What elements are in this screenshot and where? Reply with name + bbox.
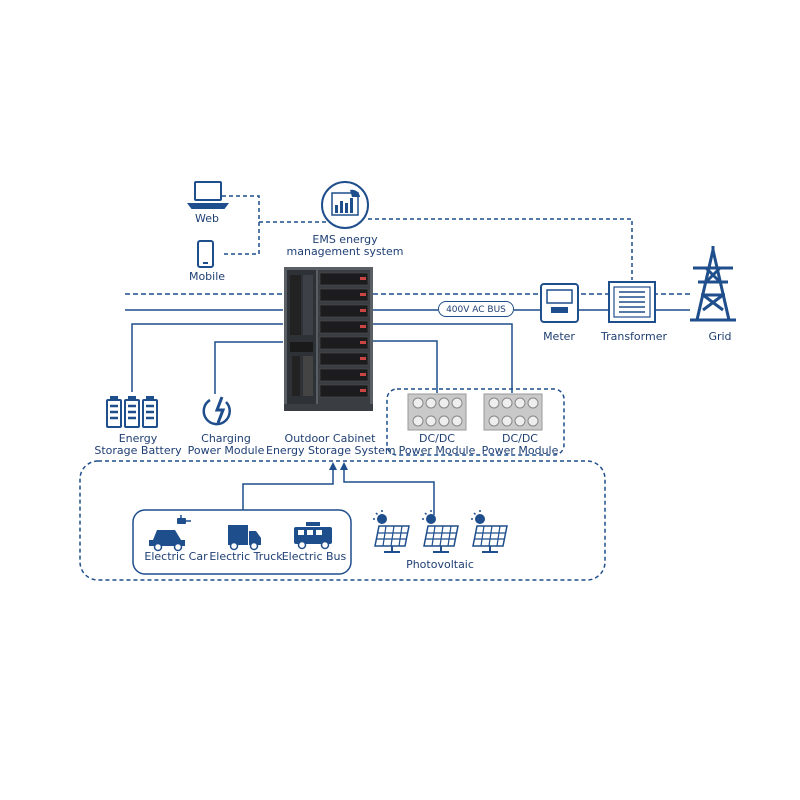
battery-icon bbox=[106, 396, 158, 428]
bus-icon bbox=[294, 522, 332, 550]
dashboard-chart-icon bbox=[321, 181, 369, 229]
mobile-label: Mobile bbox=[188, 270, 226, 283]
ev-group-box bbox=[132, 509, 352, 575]
web-label: Web bbox=[195, 212, 219, 225]
pv-arrow bbox=[340, 462, 435, 515]
laptop-icon bbox=[187, 181, 229, 209]
connection-lines bbox=[79, 195, 690, 581]
ems-transformer-link bbox=[368, 218, 633, 280]
solar-panel-icon bbox=[373, 510, 508, 553]
photovoltaic-label: Photovoltaic bbox=[406, 558, 474, 571]
dcdc-module-1 bbox=[407, 393, 467, 431]
smartphone-icon bbox=[197, 240, 214, 268]
dcdc1-bus-drop bbox=[373, 340, 438, 393]
solar-panel-2 bbox=[422, 510, 459, 553]
transformer-icon bbox=[608, 281, 656, 323]
electric-car-icon bbox=[149, 515, 191, 552]
ev-arrow bbox=[242, 462, 337, 510]
power-tower-icon bbox=[690, 246, 736, 322]
dcdc-group-box bbox=[386, 388, 565, 456]
outdoor-cabinet bbox=[284, 267, 373, 411]
battery-bus-drop bbox=[131, 323, 283, 392]
dcdc2-bus-drop bbox=[373, 323, 513, 393]
grid-label: Grid bbox=[708, 330, 732, 343]
solar-panel-3 bbox=[471, 510, 508, 553]
meter-icon bbox=[540, 283, 579, 323]
solar-panel-1 bbox=[373, 510, 410, 553]
electric-bus-label: Electric Bus bbox=[281, 550, 347, 563]
dcdc-module-2 bbox=[483, 393, 543, 431]
charging-bus-drop bbox=[214, 341, 283, 394]
transformer-label: Transformer bbox=[600, 330, 667, 343]
sources-group-box bbox=[79, 460, 606, 581]
web-mobile-link bbox=[222, 195, 260, 255]
electric-car-label: Electric Car bbox=[144, 550, 208, 563]
charging-icon bbox=[202, 396, 231, 426]
meter-label: Meter bbox=[543, 330, 575, 343]
electric-truck-label: Electric Truck bbox=[209, 550, 283, 563]
truck-icon bbox=[228, 525, 261, 551]
ac-bus-label: 400V AC BUS bbox=[438, 301, 514, 317]
